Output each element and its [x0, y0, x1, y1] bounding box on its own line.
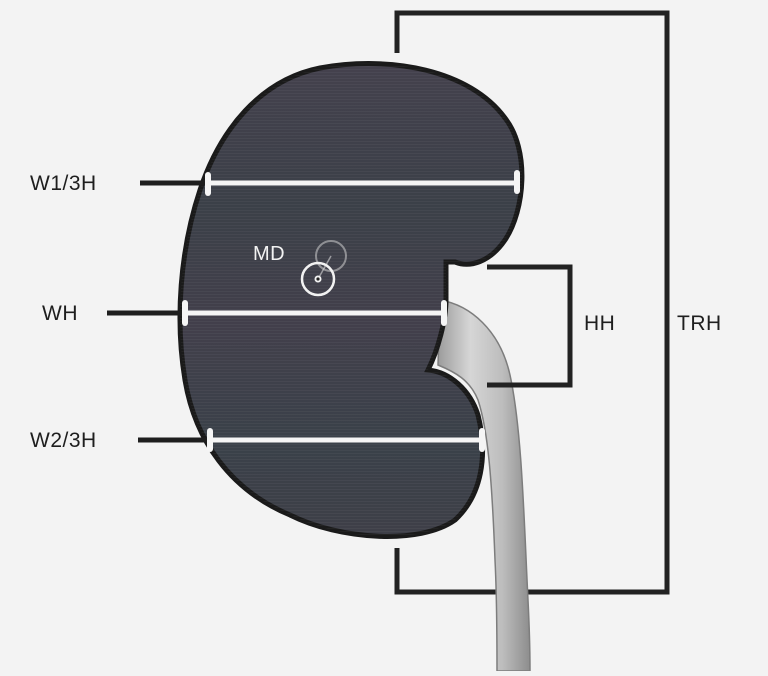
w23h-left-tick: [207, 428, 213, 452]
wh-measurement: [107, 300, 447, 326]
w13h-left-tick: [205, 172, 211, 196]
w23h-label: W2/3H: [30, 429, 97, 452]
hh-bracket: [487, 264, 573, 388]
wh-right-tick: [441, 300, 447, 326]
kidney-shape: [177, 61, 525, 539]
wh-left-tick: [182, 300, 188, 326]
w13h-right-tick: [514, 170, 520, 194]
w13h-label: W1/3H: [30, 172, 97, 195]
trh-bracket: [394, 10, 670, 595]
w23h-measurement: [138, 428, 485, 452]
md-center-dot: [316, 277, 320, 281]
hh-label: HH: [584, 312, 616, 335]
w23h-right-tick: [479, 428, 485, 452]
w13h-measurement: [140, 170, 520, 196]
md-marker: [300, 240, 347, 297]
md-label: MD: [253, 243, 286, 265]
trh-label: TRH: [677, 312, 722, 335]
md-circle: [300, 261, 336, 297]
wh-label: WH: [42, 302, 78, 325]
md-displacement-line: [317, 255, 332, 280]
